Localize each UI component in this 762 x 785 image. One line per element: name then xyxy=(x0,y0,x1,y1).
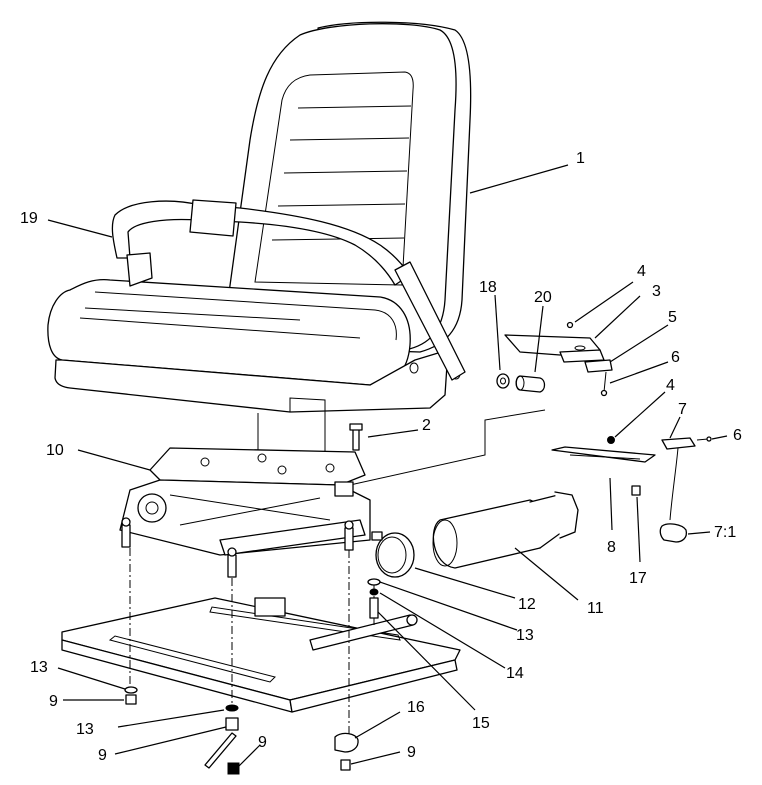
nut xyxy=(227,762,240,775)
suspension-assembly xyxy=(119,423,371,578)
base-slot xyxy=(108,635,276,683)
cylinder-end xyxy=(554,491,579,539)
seat-belt xyxy=(111,199,466,381)
callout-9c: 9 xyxy=(258,734,267,751)
switch-plate xyxy=(551,446,656,463)
seat-belt-strap xyxy=(111,200,411,286)
callout-1: 1 xyxy=(576,150,585,167)
suspension-rail xyxy=(219,519,366,556)
seat-belt-buckle xyxy=(189,199,237,237)
clamp-ring xyxy=(375,532,415,578)
seat-back-seam xyxy=(289,137,410,141)
washer-hole xyxy=(500,377,506,385)
cable-tie xyxy=(204,732,237,769)
callout-17: 17 xyxy=(629,570,647,587)
callout-6b: 6 xyxy=(733,427,742,444)
base-bracket xyxy=(254,597,286,617)
callout-10: 10 xyxy=(46,442,64,459)
nut-small xyxy=(566,321,574,329)
seat-back-panel xyxy=(254,71,414,286)
callout-13c: 13 xyxy=(76,721,94,738)
callout-9a: 9 xyxy=(49,693,58,710)
clip-part xyxy=(584,359,613,373)
bolt xyxy=(349,423,363,451)
callout-6a: 6 xyxy=(671,349,680,366)
callout-7: 7 xyxy=(678,401,687,418)
suspension-scissor xyxy=(169,494,331,526)
callout-5: 5 xyxy=(668,309,677,326)
callout-11: 11 xyxy=(587,600,604,617)
screw xyxy=(600,371,608,397)
seat-cushion-seam xyxy=(84,307,301,321)
suspension-bracket xyxy=(334,481,354,497)
seat-base-lip xyxy=(289,397,326,412)
callout-9d: 9 xyxy=(407,744,416,761)
suspension-top-plate xyxy=(149,447,366,486)
callout-7-1: 7:1 xyxy=(714,524,736,541)
hidden-line xyxy=(349,409,546,486)
callout-8: 8 xyxy=(607,539,616,556)
base-plate xyxy=(61,597,461,713)
seat-belt-latch xyxy=(126,252,153,287)
washer xyxy=(496,373,510,389)
washer xyxy=(367,578,381,586)
bracket-flange xyxy=(559,349,605,363)
callout-4a: 4 xyxy=(637,263,646,280)
callout-20: 20 xyxy=(534,289,552,306)
seat-back-seam xyxy=(283,170,408,174)
base-plate-front xyxy=(289,659,458,713)
switch-wire xyxy=(669,447,679,521)
seat-back-seam xyxy=(297,105,412,109)
switch-screw xyxy=(696,436,712,442)
switch-connector xyxy=(659,523,688,543)
nut xyxy=(340,759,351,771)
callout-15: 15 xyxy=(472,715,490,732)
callout-3: 3 xyxy=(652,283,661,300)
washer xyxy=(124,686,138,694)
seat-back-seam xyxy=(271,237,405,241)
spacer xyxy=(631,485,641,496)
seat-mount-hole xyxy=(409,362,419,374)
nut xyxy=(225,717,239,731)
washer xyxy=(225,704,239,712)
callout-18: 18 xyxy=(479,279,497,296)
seat-cushion-seam xyxy=(79,317,361,339)
mount-bracket xyxy=(504,334,605,363)
lock-washer xyxy=(369,588,379,596)
nut xyxy=(125,694,137,705)
bolt xyxy=(227,547,237,578)
leader-lines xyxy=(47,164,728,767)
callout-13b: 13 xyxy=(30,659,48,676)
seat-cushion-top xyxy=(94,291,397,341)
knob-face xyxy=(515,375,525,391)
callout-9b: 9 xyxy=(98,747,107,764)
bolt xyxy=(121,517,131,548)
callout-13a: 13 xyxy=(516,627,534,644)
callout-2: 2 xyxy=(422,417,431,434)
clamp xyxy=(371,531,415,578)
bolt xyxy=(369,597,379,619)
callout-4b: 4 xyxy=(666,377,675,394)
bracket-hole xyxy=(574,345,586,351)
p-clamp xyxy=(334,732,359,753)
nut-small xyxy=(607,436,615,444)
base-slot xyxy=(209,606,401,641)
switch-body xyxy=(661,437,696,450)
callout-14: 14 xyxy=(506,665,524,682)
bolt xyxy=(344,520,354,551)
shock-cylinder xyxy=(432,491,579,569)
callout-16: 16 xyxy=(407,699,425,716)
seat-belt-anchor xyxy=(394,261,466,381)
callout-19: 19 xyxy=(20,210,38,227)
seat-back-seam xyxy=(277,203,406,207)
seat-base-pan xyxy=(54,349,449,413)
callout-12: 12 xyxy=(518,596,536,613)
callouts: 1 19 2 10 4 3 5 6 18 20 4 7 6 7:1 8 17 1… xyxy=(20,150,742,764)
suspension-roller xyxy=(137,493,167,523)
